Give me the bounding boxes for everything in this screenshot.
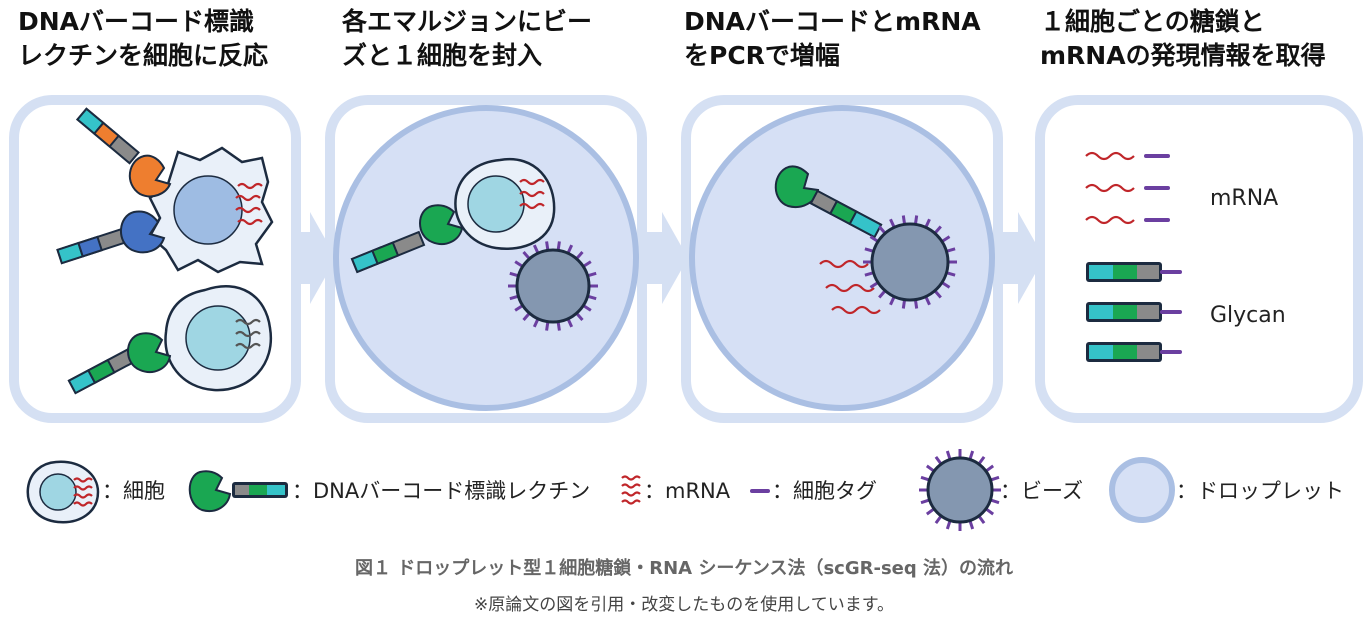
step4-content: mRNA xyxy=(1085,151,1286,362)
step2-nucleus xyxy=(467,175,525,233)
result-mrna-icon xyxy=(1085,151,1170,225)
result-glycan-label: Glycan xyxy=(1210,303,1286,328)
legend-tag-label: ：細胞タグ xyxy=(772,479,877,503)
step3-lectin-green-icon xyxy=(774,165,883,239)
legend-droplet-icon xyxy=(1109,457,1175,523)
legend-mrna-icon xyxy=(621,475,641,505)
result-mrna-label: mRNA xyxy=(1210,186,1278,211)
lectin-green-icon xyxy=(67,332,172,395)
legend-lectin-icon xyxy=(188,470,288,512)
step3-mrna-red-icon xyxy=(819,259,881,315)
step1-content xyxy=(56,107,274,395)
step1-mrna-red-icon xyxy=(235,182,263,226)
step3-title-line1: DNAバーコードとmRNA xyxy=(684,7,981,36)
legend-cell-icon xyxy=(26,460,100,524)
step4-panel xyxy=(1035,95,1363,423)
step2-content xyxy=(350,157,598,331)
legend-bead-icon xyxy=(919,449,1001,531)
step2-title-line1: 各エマルジョンにビー xyxy=(341,7,592,36)
step1-title-line2: レクチンを細胞に反応 xyxy=(18,41,268,70)
legend-lectin-label: ：DNAバーコード標識レクチン xyxy=(292,479,590,503)
step-titles: DNAバーコード標識 レクチンを細胞に反応 各エマルジョンにビー ズと１細胞を封… xyxy=(18,7,1326,70)
step1-nucleus-blue xyxy=(173,175,243,245)
step3-content xyxy=(774,165,957,315)
lectin-blue-icon xyxy=(56,210,166,265)
step1-title-line1: DNAバーコード標識 xyxy=(18,7,254,36)
step2-mrna-red-icon xyxy=(519,178,545,210)
flow-arrow-3 xyxy=(994,212,1044,304)
step2-lectin-green-icon xyxy=(350,204,464,274)
result-glycan-icon xyxy=(1086,262,1182,362)
step1-nucleus-cyan xyxy=(185,305,251,371)
lectin-orange-icon xyxy=(76,107,172,198)
step3-droplet xyxy=(689,105,995,411)
figure-note: ※原論文の図を引用・改変したものを使用しています。 xyxy=(474,594,894,615)
step4-title-line2: mRNAの発現情報を取得 xyxy=(1040,41,1326,70)
legend-cell-label: ：細胞 xyxy=(102,479,165,503)
legend-droplet-label: ：ドロップレット xyxy=(1176,479,1344,503)
flow-arrow-2 xyxy=(640,212,688,304)
step3-bead-icon xyxy=(863,215,957,309)
legend: ：細胞 ：DNAバーコード標識レクチン ：mRNA ：細胞タグ ：ビーズ xyxy=(26,449,1344,531)
step1-mrna-gray-icon xyxy=(235,318,261,350)
figure-caption: 図１ ドロップレット型１細胞糖鎖・RNA シーケンス法（scGR-seq 法）の… xyxy=(355,557,1013,579)
legend-bead-label: ：ビーズ xyxy=(1000,479,1083,503)
step2-title-line2: ズと１細胞を封入 xyxy=(342,41,542,70)
step2-droplet xyxy=(333,105,639,411)
step2-bead-icon xyxy=(508,241,598,331)
step3-title-line2: をPCRで増幅 xyxy=(684,41,840,70)
step4-title-line1: １細胞ごとの糖鎖と xyxy=(1040,7,1265,36)
legend-mrna-label: ：mRNA xyxy=(644,479,731,503)
